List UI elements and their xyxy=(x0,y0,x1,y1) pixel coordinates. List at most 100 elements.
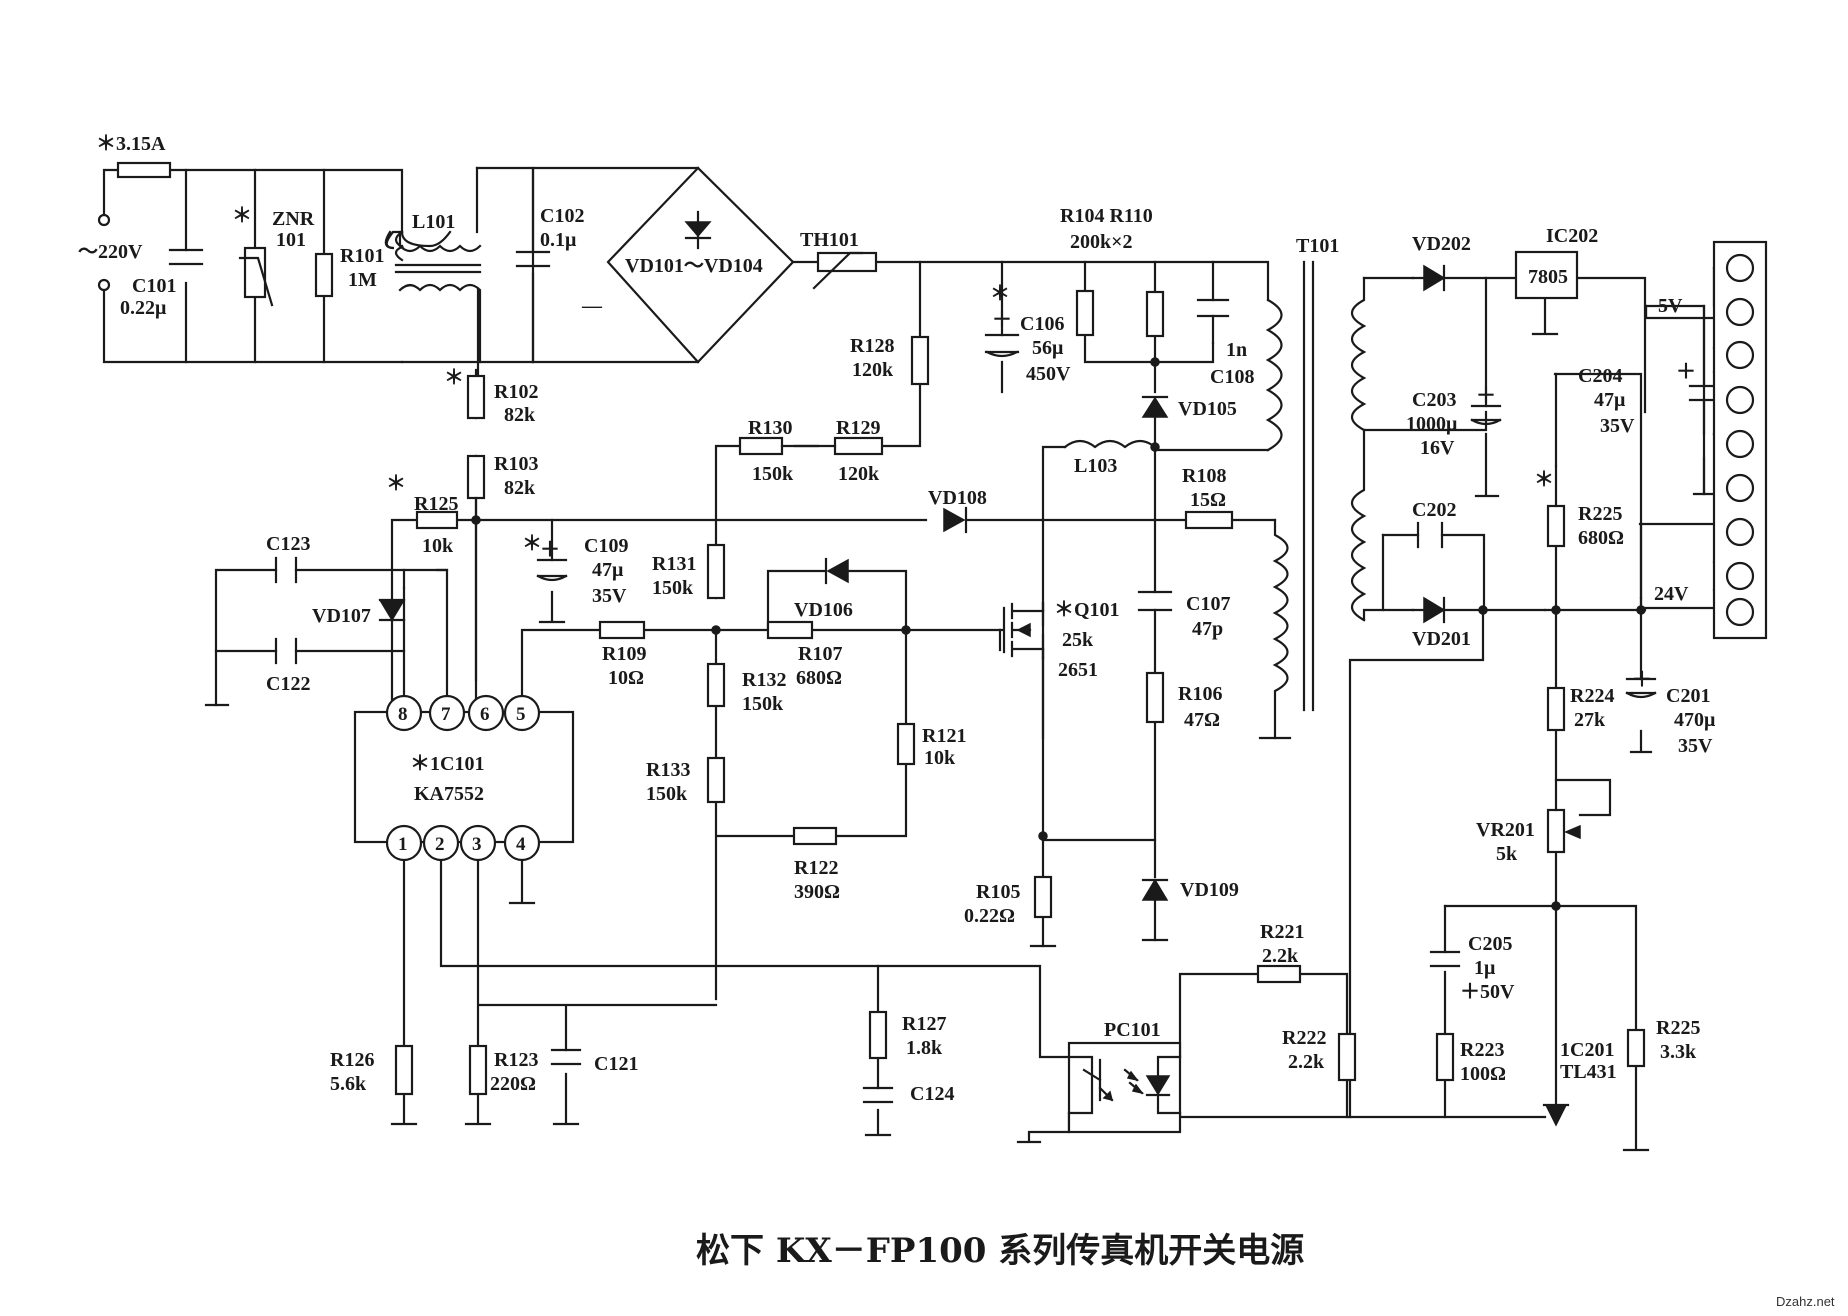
label-c121: C121 xyxy=(594,1053,638,1075)
label-r104-r110: R104 R110 xyxy=(1060,205,1153,227)
watermark: Dzahz.net xyxy=(1776,1294,1835,1309)
r222-symbol xyxy=(1337,1032,1357,1082)
label-r122-name: R122 xyxy=(794,857,838,879)
vr201-symbol xyxy=(1546,808,1566,854)
pin-label-1: 1 xyxy=(398,834,408,855)
r225b-symbol xyxy=(1626,1028,1646,1068)
c201-symbol xyxy=(1625,677,1657,695)
c122-symbol xyxy=(274,637,298,665)
label-q101-part: 2651 xyxy=(1058,659,1098,681)
label-r221-value: 2.2k xyxy=(1262,945,1299,967)
label-ic101-name: ＊1C101 xyxy=(410,753,484,775)
label-r123-value: 220Ω xyxy=(490,1073,536,1095)
label-c201-value: 470μ xyxy=(1674,709,1716,731)
label-star-c106: ＊ xyxy=(990,283,1010,305)
r108-symbol xyxy=(1184,510,1234,530)
r129-symbol xyxy=(833,436,884,456)
r122-symbol xyxy=(792,826,838,846)
pin-label-2: 2 xyxy=(435,834,445,855)
label-plus-c109: ＋ xyxy=(540,539,560,561)
c102-symbol xyxy=(515,250,551,268)
label-r108-name: R108 xyxy=(1182,465,1226,487)
r123-symbol xyxy=(468,1044,488,1096)
label-c205-voltage: ＋50V xyxy=(1460,981,1515,1003)
r131-symbol xyxy=(706,543,726,600)
label-c202: C202 xyxy=(1412,499,1456,521)
label-q101-name: ＊Q101 xyxy=(1054,599,1120,621)
label-r103-name: R103 xyxy=(494,453,538,475)
c205-symbol xyxy=(1429,950,1461,968)
label-r102-value: 82k xyxy=(504,404,536,426)
label-r109-name: R109 xyxy=(602,643,646,665)
label-c123: C123 xyxy=(266,533,310,555)
label-vr201-value: 5k xyxy=(1496,843,1518,865)
label-r222-name: R222 xyxy=(1282,1027,1326,1049)
r110-symbol xyxy=(1145,290,1165,338)
label-c204-name: C204 xyxy=(1578,365,1622,387)
c107-symbol xyxy=(1137,590,1173,612)
label-c122: C122 xyxy=(266,673,310,695)
pin-label-7: 7 xyxy=(441,704,451,725)
pin-label-3: 3 xyxy=(472,834,482,855)
vd108-icon xyxy=(943,507,966,533)
label-ic201-value: TL431 xyxy=(1560,1061,1617,1083)
r103-symbol xyxy=(466,454,486,500)
vd201-icon xyxy=(1423,596,1446,624)
label-vd107: VD107 xyxy=(312,605,371,627)
label-r225b-name: R225 xyxy=(1656,1017,1700,1039)
r225a-symbol xyxy=(1546,504,1566,548)
label-r127-name: R127 xyxy=(902,1013,946,1035)
label-c109-name: C109 xyxy=(584,535,628,557)
r223-symbol xyxy=(1435,1032,1455,1082)
label-vd105: VD105 xyxy=(1178,398,1237,420)
label-r130-name: R130 xyxy=(748,417,792,439)
ac-terminal-bottom xyxy=(97,278,111,292)
fuse-symbol xyxy=(116,161,172,179)
c101-symbol xyxy=(168,248,204,266)
label-r123-name: R123 xyxy=(494,1049,538,1071)
label-c107-name: C107 xyxy=(1186,593,1230,615)
label-r105-name: R105 xyxy=(976,881,1020,903)
r128-symbol xyxy=(910,335,930,386)
label-th101: TH101 xyxy=(800,229,859,251)
label-r101-name: R101 xyxy=(340,245,384,267)
label-r106-value: 47Ω xyxy=(1184,709,1220,731)
label-r108-value: 15Ω xyxy=(1190,489,1226,511)
label-r133-name: R133 xyxy=(646,759,690,781)
connector-pins xyxy=(1725,253,1755,627)
label-vr201-name: VR201 xyxy=(1476,819,1535,841)
label-star-znr: ＊ xyxy=(232,205,252,227)
label-plus-c106: ＋ xyxy=(992,309,1012,331)
label-vd201: VD201 xyxy=(1412,628,1471,650)
label-r129-name: R129 xyxy=(836,417,880,439)
ac-terminal-top xyxy=(97,213,111,227)
label-c109-value: 47μ xyxy=(592,559,624,581)
label-plus-c203: ＋ xyxy=(1476,385,1496,407)
ic101-pin-numbers: 8 7 6 5 1 2 3 4 xyxy=(398,704,526,855)
label-ic201-name: 1C201 xyxy=(1560,1039,1614,1061)
label-plus-c204: ＋ xyxy=(1676,361,1696,383)
vd106-icon xyxy=(826,558,849,584)
label-r223-name: R223 xyxy=(1460,1039,1504,1061)
label-r133-value: 150k xyxy=(646,783,688,805)
c108-symbol xyxy=(1196,298,1230,318)
r107-symbol xyxy=(766,620,814,640)
pin-label-5: 5 xyxy=(516,704,526,725)
r126-symbol xyxy=(394,1044,414,1096)
label-r102-name: R102 xyxy=(494,381,538,403)
label-r131-name: R131 xyxy=(652,553,696,575)
label-5v: 5V xyxy=(1658,295,1683,317)
label-r224-name: R224 xyxy=(1570,685,1614,707)
label-c108-value: 1n xyxy=(1226,339,1247,361)
label-c107-value: 47p xyxy=(1192,618,1223,640)
c106-symbol xyxy=(984,333,1020,354)
label-r128-name: R128 xyxy=(850,335,894,357)
label-bridge-minus: — xyxy=(581,295,603,317)
label-r105-value: 0.22Ω xyxy=(964,905,1015,927)
label-vd108: VD108 xyxy=(928,487,987,509)
label-vd106: VD106 xyxy=(794,599,853,621)
label-r130-value: 150k xyxy=(752,463,794,485)
label-r125-name: R125 xyxy=(414,493,458,515)
pin-label-8: 8 xyxy=(398,704,408,725)
vd202-icon xyxy=(1423,264,1446,292)
